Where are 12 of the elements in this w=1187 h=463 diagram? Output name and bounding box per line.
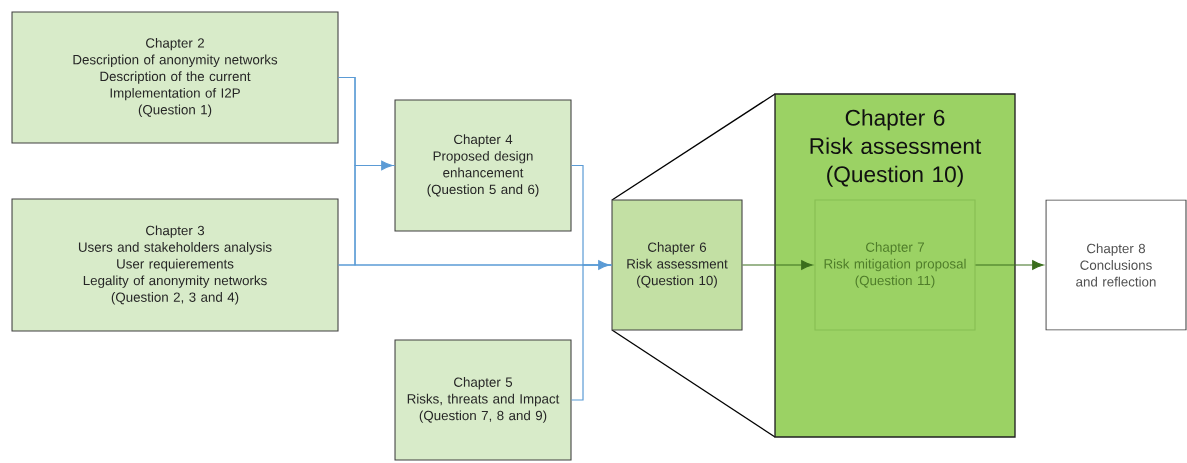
line [974, 260, 1044, 270]
chapter-box: Chapter 5 Risks, threats and Impact (Question 7, 8 and 9) [394, 339, 572, 461]
arrowhead [380, 160, 393, 171]
chapter-box: Chapter 8 Conclusions and reflection [1045, 199, 1187, 331]
line [741, 260, 813, 270]
chapter-box: Chapter 3 Users and stakeholders analysis User requierements Legality of anonymity networks (Question 2, 3 and 4) [11, 198, 339, 332]
chapter-box: Chapter 7 Risk mitigation proposal (Question 11) [814, 199, 976, 331]
line [570, 264, 613, 401]
chapter-box: Chapter 4 Proposed design enhancement (Question 5 and 6) [394, 99, 572, 232]
chapter-box: Chapter 6 Risk assessment (Question 10) [611, 199, 743, 331]
chapter-box: Chapter 2 Description of anonymity networks Description of the current Implementation of I2P (Question 1) [11, 11, 339, 144]
arrowhead [597, 260, 610, 270]
